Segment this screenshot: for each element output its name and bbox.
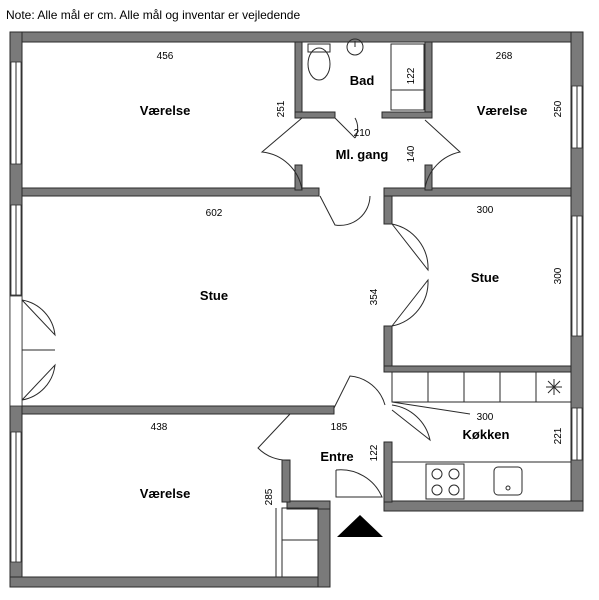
plan-note: Note: Alle mål er cm. Alle mål og invent… <box>6 8 301 22</box>
dim-entre-width: 185 <box>331 422 348 433</box>
room-label-gang: Ml. gang <box>336 147 389 162</box>
dim-stue-large-width: 602 <box>206 208 223 219</box>
room-label-koekken: Køkken <box>463 427 510 442</box>
room-label-vaerelse-bottom-left: Værelse <box>140 486 191 501</box>
room-label-bad: Bad <box>350 73 375 88</box>
kitchen-fixtures <box>391 371 572 502</box>
sink-icon <box>346 38 364 56</box>
room-label-stue-small: Stue <box>471 270 499 285</box>
dim-gang-depth: 140 <box>406 145 417 162</box>
dim-vaerelse-bottom-left-depth: 285 <box>264 488 275 505</box>
dim-gang-width: 210 <box>354 128 371 139</box>
entrance-arrow-icon <box>337 515 383 537</box>
dim-vaerelse-top-left-depth: 251 <box>276 100 287 117</box>
windows <box>10 61 583 563</box>
dim-stue-small-depth: 300 <box>553 267 564 284</box>
fan-icon <box>546 379 562 395</box>
door-swings <box>257 117 462 498</box>
kitchen-sink-icon <box>493 466 523 496</box>
room-label-stue-large: Stue <box>200 288 228 303</box>
dim-vaerelse-bottom-left-width: 438 <box>151 422 168 433</box>
dim-koekken-depth: 221 <box>553 427 564 444</box>
dim-bad: 122 <box>406 67 417 84</box>
room-labels: Værelse Bad Værelse Ml. gang Stue Stue K… <box>140 73 528 501</box>
room-label-entre: Entre <box>320 449 353 464</box>
dim-entre-depth: 122 <box>369 444 380 461</box>
interior-walls <box>21 41 572 503</box>
balcony-door <box>9 295 56 407</box>
dim-stue-small-width: 300 <box>477 205 494 216</box>
stove-icon <box>425 463 465 500</box>
room-label-vaerelse-top-right: Værelse <box>477 103 528 118</box>
dim-stue-large-depth: 354 <box>369 288 380 305</box>
closet <box>275 507 319 578</box>
dim-vaerelse-top-right-depth: 250 <box>553 100 564 117</box>
dimension-labels: 456 251 122 268 250 210 140 602 354 300 … <box>151 51 564 505</box>
dim-vaerelse-top-left-width: 456 <box>157 51 174 62</box>
toilet-icon <box>307 43 331 81</box>
bathroom-fixtures <box>307 38 425 111</box>
dim-vaerelse-top-right-width: 268 <box>496 51 513 62</box>
room-label-vaerelse-top-left: Værelse <box>140 103 191 118</box>
dim-koekken-width: 300 <box>477 412 494 423</box>
